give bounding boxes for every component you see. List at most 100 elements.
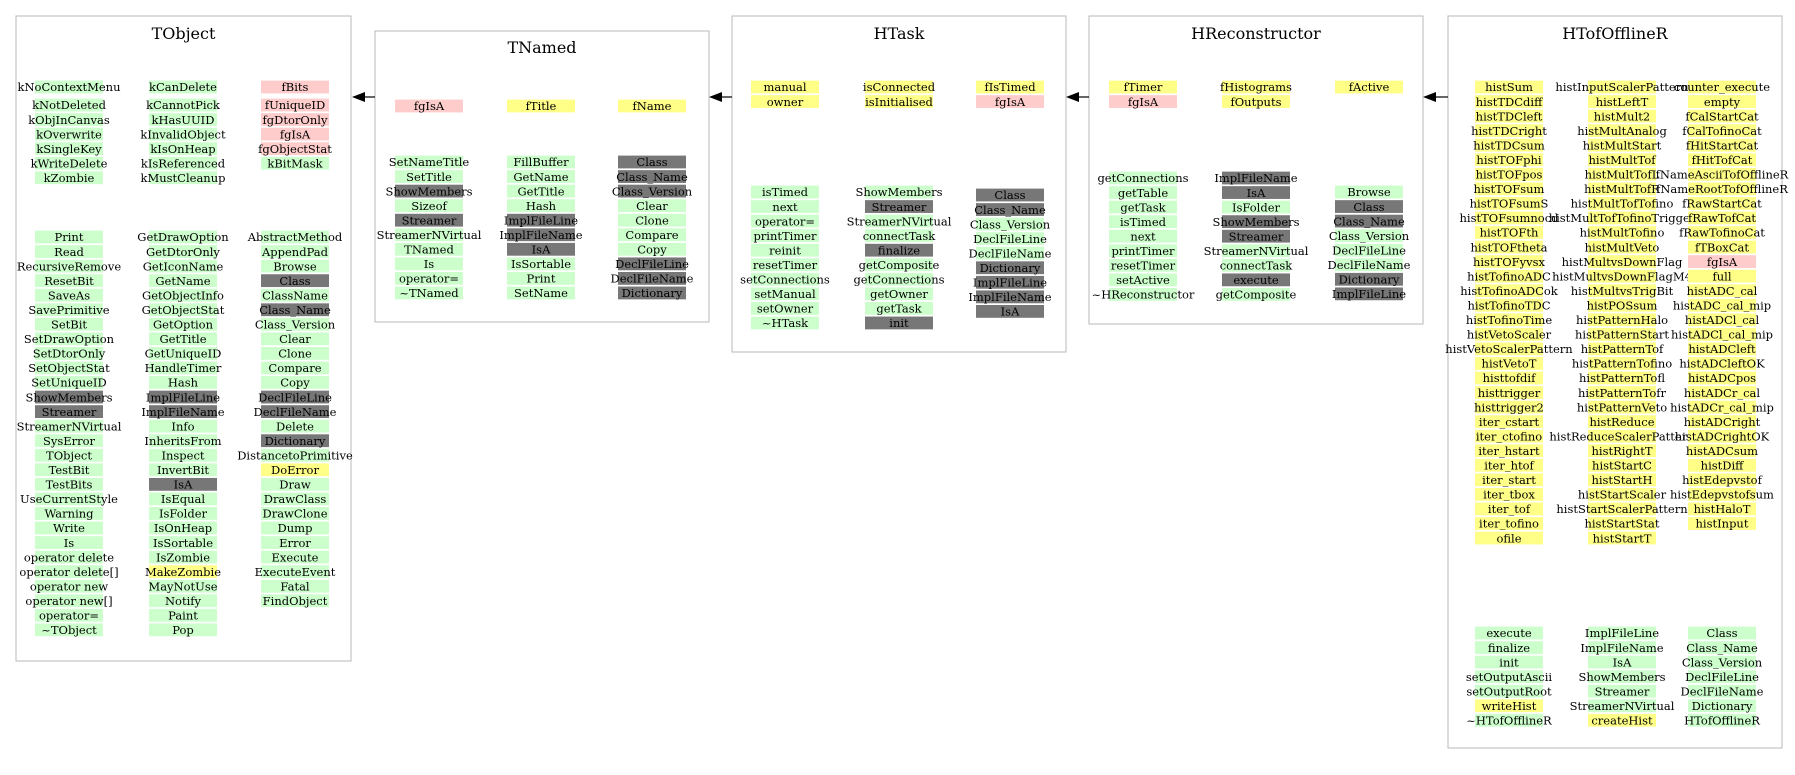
member-histedepvstof: histEdepvstof	[1682, 473, 1762, 487]
member-label: fOutputs	[1230, 95, 1281, 109]
member-label: histPatternTofino	[1572, 357, 1672, 371]
member-label: Class_Version	[1329, 229, 1410, 243]
member-syserror: SysError	[35, 434, 103, 448]
member-label: Class_Name	[616, 170, 688, 184]
member-histtdcleft: histTDCleft	[1475, 109, 1543, 123]
member-write: Write	[35, 521, 103, 535]
member-background	[865, 214, 933, 228]
member-label: SetUniqueID	[31, 376, 106, 390]
member-label: histMultVeto	[1585, 240, 1660, 254]
member-printtimer: printTimer	[1109, 244, 1177, 258]
member-background	[149, 463, 217, 477]
member-label: operator=	[755, 214, 815, 228]
member-background	[149, 80, 217, 94]
member-showmembers: ShowMembers	[1578, 670, 1665, 684]
member-label: Clear	[279, 332, 311, 346]
member-histleftt: histLeftT	[1588, 95, 1656, 109]
member-label: IsZombie	[156, 550, 210, 564]
member-label: Clear	[636, 199, 668, 213]
member-background	[35, 608, 103, 622]
member-background	[1475, 517, 1543, 530]
member-label: MayNotUse	[148, 579, 217, 593]
member-background	[1222, 273, 1290, 287]
member-background	[1588, 684, 1656, 698]
member-background	[149, 288, 217, 302]
member-label: histTDCright	[1471, 124, 1547, 138]
member-background	[1335, 185, 1403, 199]
member-background	[865, 272, 933, 286]
member-class-name: Class_Name	[974, 203, 1046, 217]
member-background	[149, 230, 217, 244]
member-background	[865, 243, 933, 257]
member-label: DrawClone	[262, 507, 327, 521]
member-background	[976, 246, 1044, 260]
member-label: ~HReconstructor	[1092, 288, 1195, 302]
member-isequal: IsEqual	[149, 492, 217, 506]
member-label: DeclFileName	[1328, 258, 1411, 272]
member-background	[1588, 357, 1656, 370]
member-label: Class	[1706, 626, 1737, 640]
member-label: fRawStartCat	[1682, 197, 1762, 211]
member-background	[261, 390, 329, 404]
member-background	[1588, 531, 1656, 545]
member-declfilename: DeclFileName	[611, 272, 694, 286]
member-background	[751, 80, 819, 94]
member-label: histTDCsum	[1473, 138, 1545, 152]
member-label: histMultStart	[1583, 138, 1662, 152]
member-label: kZombie	[44, 171, 95, 185]
member-background	[976, 188, 1044, 202]
member-label: GetTitle	[159, 332, 206, 346]
member-histadcleftok: histADCleftOK	[1679, 357, 1765, 371]
member-histtofinotime: histTofinoTime	[1466, 313, 1553, 327]
member-background	[1475, 458, 1543, 472]
member-background	[1588, 670, 1656, 684]
member-label: DeclFileName	[254, 405, 337, 419]
member-background	[865, 316, 933, 330]
member-background	[35, 156, 103, 170]
member-histsum: histSum	[1475, 80, 1543, 94]
member-declfilename: DeclFileName	[1328, 258, 1411, 272]
member-label: DistancetoPrimitive	[237, 448, 353, 462]
member-background	[35, 565, 103, 579]
member-hash: Hash	[507, 199, 575, 213]
member-label: histTDCleft	[1476, 109, 1543, 123]
member-notify: Notify	[149, 594, 217, 608]
member-background	[149, 507, 217, 520]
member-background	[1475, 386, 1543, 399]
member-background	[261, 142, 329, 156]
member-background	[1475, 342, 1543, 356]
member-label: SaveAs	[48, 288, 90, 302]
member-background	[35, 536, 103, 549]
member-compare: Compare	[261, 361, 329, 375]
member-background	[976, 305, 1044, 318]
member-iter-tof: iter_tof	[1475, 502, 1543, 516]
member-label: connectTask	[1220, 259, 1294, 273]
member-background	[507, 228, 575, 242]
member-implfileline: ImplFileLine	[1332, 287, 1406, 301]
member-background	[35, 361, 103, 375]
member-background	[976, 290, 1044, 304]
member-label: StreamerNVirtual	[377, 228, 482, 242]
member-background	[261, 361, 329, 375]
member-setoutputroot: setOutputRoot	[1466, 684, 1552, 698]
member-background	[149, 623, 217, 637]
member-histdiff: histDiff	[1688, 459, 1756, 473]
member-label: Class_Name	[1686, 641, 1758, 655]
member-background	[1688, 670, 1756, 684]
member-label: operator delete	[24, 550, 114, 564]
member-label: GetUniqueID	[145, 347, 222, 361]
member-label: Pop	[172, 623, 194, 637]
member-resetbit: ResetBit	[35, 274, 103, 288]
member-histadc-cal-mip: histADC_cal_mip	[1673, 298, 1771, 312]
member-background	[395, 213, 463, 227]
member-declfilename: DeclFileName	[254, 405, 337, 419]
member-dump: Dump	[261, 521, 329, 535]
member-background	[1588, 124, 1656, 138]
member-label: getConnections	[853, 273, 944, 287]
member-fnameroottofoffliner: fNameRootTofOfflineR	[1656, 182, 1788, 196]
member-label: IsSortable	[153, 536, 213, 550]
member-setnametitle: SetNameTitle	[389, 155, 470, 169]
member-background	[35, 347, 103, 360]
member-showmembers: ShowMembers	[1212, 215, 1299, 229]
member-hash: Hash	[149, 376, 217, 390]
